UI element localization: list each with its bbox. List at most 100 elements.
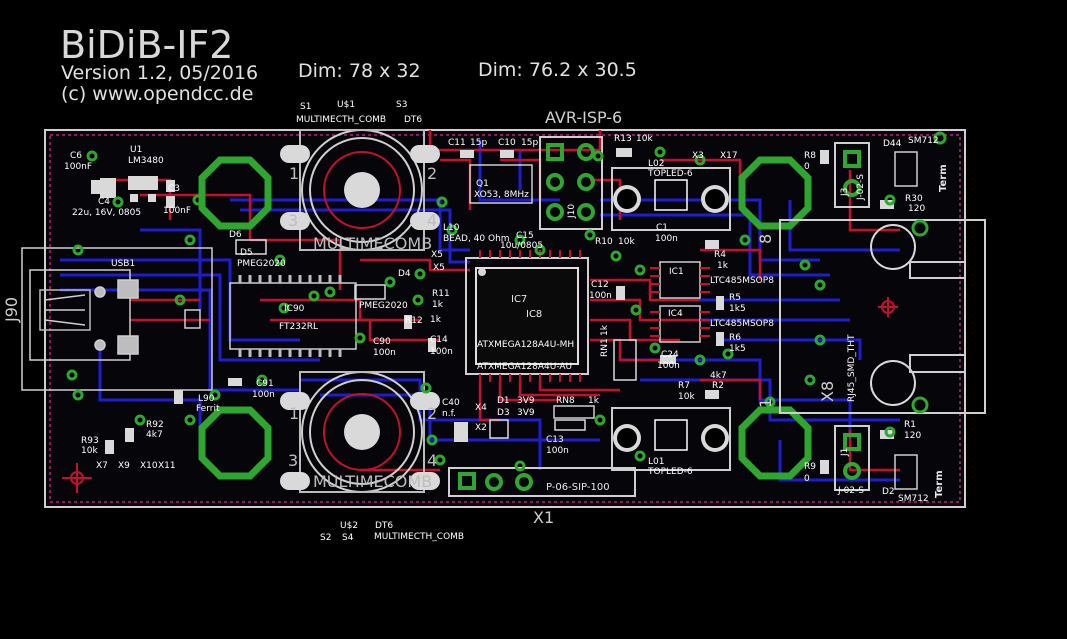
part-r6: R6 bbox=[729, 333, 741, 343]
part-r5-value: 1k5 bbox=[729, 304, 746, 314]
part-usb1: USB1 bbox=[111, 259, 136, 269]
part-c24: C24 bbox=[661, 350, 679, 360]
part-c91: C91 bbox=[256, 379, 274, 389]
part-ic8: IC8 bbox=[526, 309, 543, 320]
label-dt6-top: DT6 bbox=[404, 115, 423, 125]
part-r30-value: 120 bbox=[908, 204, 926, 214]
part-sip-header: P-06-SIP-100 bbox=[546, 482, 610, 493]
part-c10-value: 15p bbox=[521, 138, 539, 148]
part-d5: D5 bbox=[240, 248, 253, 258]
part-ic1: IC1 bbox=[669, 267, 684, 277]
part-c40-value: n.f. bbox=[442, 409, 456, 419]
part-u1-value: LM3480 bbox=[128, 156, 164, 166]
label-term-bottom: Term bbox=[934, 470, 945, 498]
switch-top bbox=[280, 129, 440, 251]
part-r4: R4 bbox=[714, 250, 726, 260]
part-mcu-au: ATXMEGA128A4U-AU bbox=[477, 362, 573, 372]
part-d4: D4 bbox=[398, 269, 411, 279]
part-q1: Q1 bbox=[476, 179, 489, 189]
part-d3: D3 bbox=[497, 408, 510, 418]
part-c13: C13 bbox=[546, 435, 564, 445]
switch-top-pin4: 4 bbox=[427, 211, 438, 230]
part-c91-value: 100n bbox=[252, 390, 275, 400]
part-d2: D2 bbox=[882, 487, 895, 497]
part-c10: C10 bbox=[498, 138, 516, 148]
part-r6-value: 1k5 bbox=[729, 344, 746, 354]
part-r5: R5 bbox=[729, 293, 741, 303]
part-j1-value: J-02-S bbox=[838, 486, 864, 496]
part-r13-value: 10k bbox=[636, 134, 653, 144]
board-version: Version 1.2, 05/2016 bbox=[61, 62, 259, 84]
sip-header bbox=[448, 467, 636, 497]
board-copyright: (c) www.opendcc.de bbox=[61, 83, 254, 105]
crystal-outline bbox=[469, 164, 533, 204]
part-c6: C6 bbox=[70, 151, 83, 161]
part-r93: R93 bbox=[81, 436, 99, 446]
part-c1-value: 100n bbox=[655, 234, 678, 244]
topled-bottom bbox=[611, 407, 731, 471]
part-r7: R7 bbox=[678, 381, 690, 391]
part-c1: C1 bbox=[656, 223, 669, 233]
board-dimension-2: Dim: 76.2 x 30.5 bbox=[478, 59, 637, 81]
switch-bottom bbox=[280, 371, 440, 493]
part-l90: L90 bbox=[198, 394, 215, 404]
part-c40: C40 bbox=[442, 398, 460, 408]
vias bbox=[66, 131, 947, 472]
label-s3: S3 bbox=[396, 100, 408, 110]
part-ltc-2: LTC485MSOP8 bbox=[710, 319, 774, 329]
part-x6: X5 bbox=[433, 263, 445, 273]
switch-bottom-pin3: 3 bbox=[288, 451, 299, 470]
label-us1: U$1 bbox=[337, 100, 356, 110]
part-l02-value: TOPLED-6 bbox=[648, 169, 693, 179]
part-mcu-mh: ATXMEGA128A4U-MH bbox=[477, 340, 575, 350]
label-s2: S2 bbox=[320, 533, 332, 543]
part-r2-value: 4k7 bbox=[710, 371, 727, 381]
label-x1: X1 bbox=[533, 508, 555, 527]
part-rn1-value: 1k bbox=[600, 325, 610, 336]
ft232-ic bbox=[229, 275, 357, 357]
part-c15: C15 bbox=[516, 231, 534, 241]
part-q1-value: XO53, 8MHz bbox=[474, 190, 529, 200]
part-pmeg-2: PMEG2020 bbox=[359, 301, 408, 311]
part-ic90: IC90 bbox=[284, 304, 305, 314]
part-d3-value: 3V9 bbox=[517, 408, 535, 418]
switch-bottom-label: MULTIMECOMB bbox=[313, 472, 433, 491]
part-d44: D44 bbox=[883, 139, 902, 149]
part-rj45-value: RJ45_SMD_THT bbox=[847, 334, 857, 402]
part-ltc-1: LTC485MSOP8 bbox=[710, 276, 774, 286]
part-x5-a: X5 bbox=[431, 250, 443, 260]
part-r4-value: 1k bbox=[717, 261, 728, 271]
part-c6-value: 100nF bbox=[64, 162, 93, 172]
part-r11-value: 1k bbox=[432, 300, 443, 310]
part-x4: X4 bbox=[475, 403, 487, 413]
part-r93-value: 10k bbox=[81, 446, 98, 456]
part-l01-value: TOPLED-6 bbox=[648, 467, 693, 477]
part-rn8: RN8 bbox=[556, 396, 575, 406]
part-l10-value: BEAD, 40 Ohm bbox=[443, 234, 510, 244]
part-x8-pin8: 8 bbox=[756, 233, 775, 244]
part-x11: X11 bbox=[158, 461, 176, 471]
board-title: BiDiB-IF2 bbox=[60, 23, 234, 67]
mounting-holes bbox=[198, 156, 812, 480]
part-c4-value: 22u, 16V, 0805 bbox=[72, 208, 142, 218]
fiducials bbox=[62, 463, 92, 493]
part-x8: X8 bbox=[818, 380, 837, 402]
part-r9: R9 bbox=[804, 462, 816, 472]
part-c90-value: 100n bbox=[373, 348, 396, 358]
part-c24-value: 100n bbox=[657, 361, 680, 371]
part-x7: X7 bbox=[96, 461, 108, 471]
part-r9-value: 0 bbox=[804, 474, 810, 484]
mount-hole-tl bbox=[198, 156, 272, 230]
switch-top-pin1: 1 bbox=[289, 164, 300, 183]
part-j10: J10 bbox=[567, 203, 577, 218]
part-d6: D6 bbox=[229, 230, 242, 240]
part-l10: L10 bbox=[443, 223, 460, 233]
part-ft232: FT232RL bbox=[279, 322, 318, 332]
part-r10-value: 10k bbox=[618, 237, 635, 247]
label-us2: U$2 bbox=[340, 521, 359, 531]
part-x2: X2 bbox=[475, 423, 487, 433]
part-r1-value: 120 bbox=[904, 431, 922, 441]
part-c12-value: 100n bbox=[589, 291, 612, 301]
label-s1: S1 bbox=[300, 102, 312, 112]
